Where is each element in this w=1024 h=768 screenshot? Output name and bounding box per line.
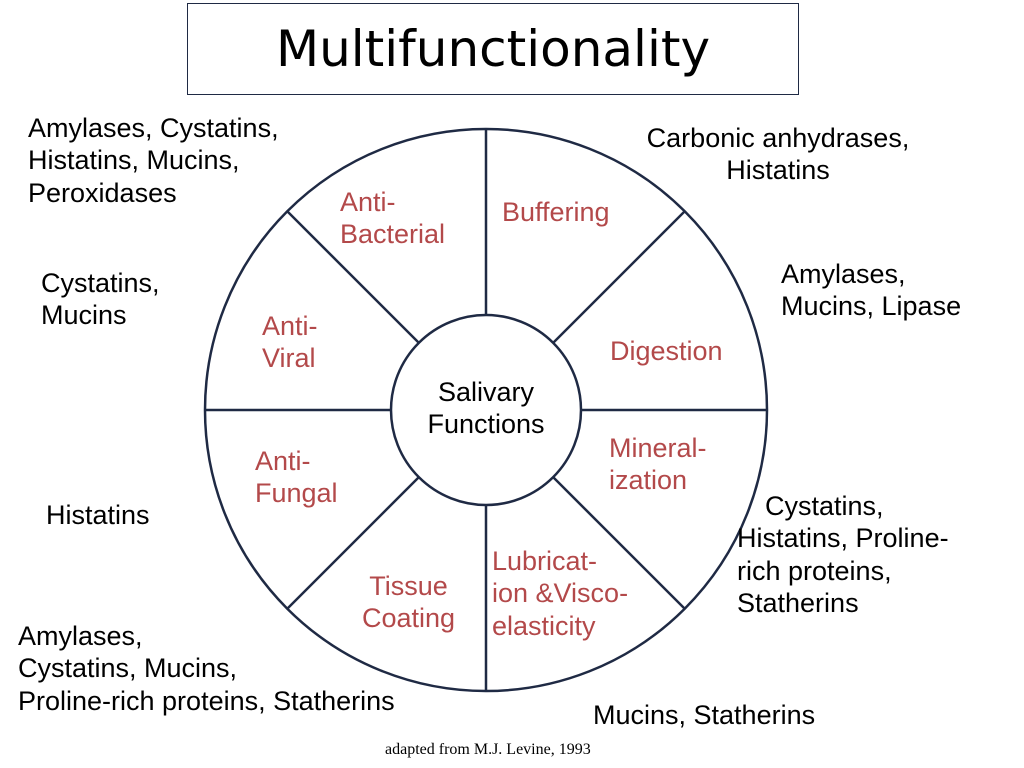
proteins-lubrication: Mucins, Statherins bbox=[593, 700, 816, 730]
proteins-digestion: Amylases, Mucins, Lipase bbox=[781, 259, 962, 322]
center-label: Salivary Functions bbox=[394, 376, 578, 441]
function-anti-bacterial: Anti- Bacterial bbox=[340, 187, 446, 250]
function-lubrication: Lubricat- ion &Visco- elasticity bbox=[492, 546, 629, 641]
proteins-anti-viral: Cystatins, Mucins bbox=[41, 268, 160, 331]
spoke-top-right bbox=[552, 210, 686, 344]
function-mineralization: Mineral- ization bbox=[609, 433, 707, 496]
proteins-anti-bacterial: Amylases, Cystatins, Histatins, Mucins, … bbox=[28, 113, 279, 208]
function-tissue-coating: Tissue Coating bbox=[362, 571, 456, 634]
page-title: Multifunctionality bbox=[275, 20, 711, 78]
function-anti-fungal: Anti- Fungal bbox=[255, 446, 338, 509]
title-box: Multifunctionality bbox=[187, 3, 799, 95]
center-line-1: Salivary bbox=[437, 377, 535, 407]
function-digestion: Digestion bbox=[610, 336, 723, 366]
proteins-buffering: Carbonic anhydrases, Histatins bbox=[646, 123, 910, 186]
function-buffering: Buffering bbox=[502, 197, 610, 227]
center-line-2: Functions bbox=[427, 409, 545, 440]
function-anti-viral: Anti- Viral bbox=[262, 311, 318, 374]
spoke-bottom-left bbox=[286, 476, 420, 610]
proteins-tissue-coating: Amylases, Cystatins, Mucins, Proline-ric… bbox=[18, 621, 395, 716]
spoke-top-left bbox=[286, 210, 420, 344]
spoke-bottom-right bbox=[552, 476, 686, 610]
proteins-anti-fungal: Histatins bbox=[46, 500, 150, 530]
proteins-mineralization: Cystatins, Histatins, Proline- rich prot… bbox=[737, 491, 949, 619]
source-credit: adapted from M.J. Levine, 1993 bbox=[385, 741, 591, 758]
